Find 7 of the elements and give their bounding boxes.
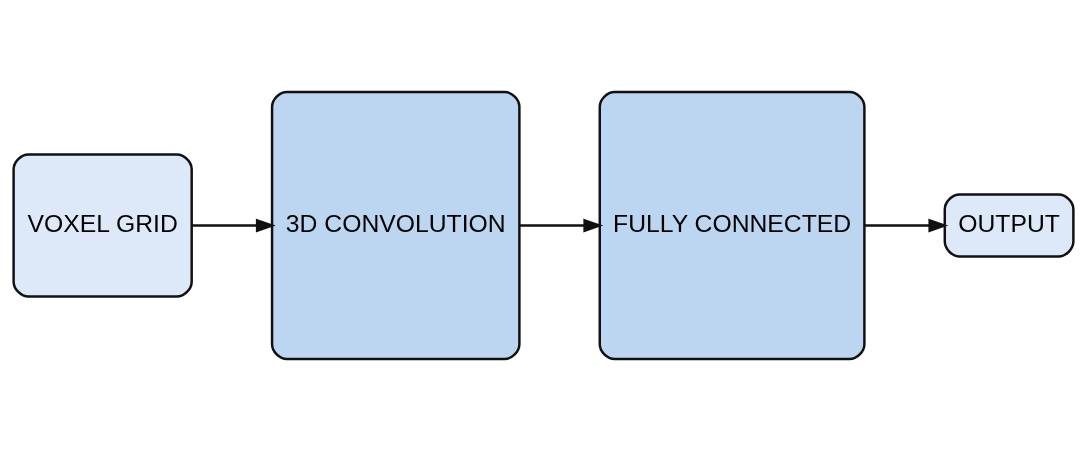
node-box: 3D CONVOLUTION	[270, 90, 521, 360]
node-box: VOXEL GRID	[12, 152, 193, 298]
arrow	[864, 218, 949, 232]
node-box: FULLY CONNECTED	[598, 90, 866, 360]
arrow	[519, 218, 604, 232]
arrow	[191, 218, 276, 232]
node-box: OUTPUT	[943, 192, 1075, 258]
